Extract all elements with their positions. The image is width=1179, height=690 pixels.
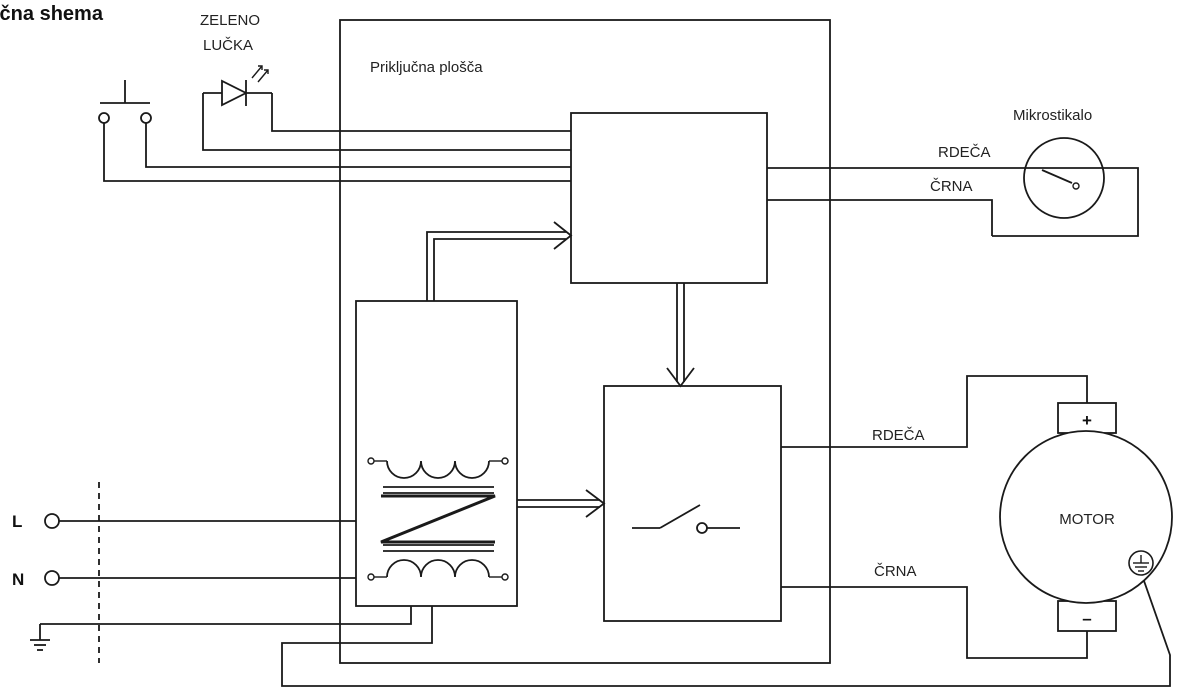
relay-switch-symbol <box>632 504 740 534</box>
motor-red-wire <box>781 375 1088 448</box>
red-wire-label-top: RDEČA <box>938 144 991 161</box>
microswitch-symbol <box>1023 137 1105 219</box>
led-label-line1: ZELENO <box>200 12 260 29</box>
motor-symbol <box>999 402 1173 632</box>
arrow-psu-to-control <box>426 221 573 301</box>
terminal-n <box>44 570 60 586</box>
led-wire-1 <box>202 93 571 151</box>
power-supply-block <box>355 300 518 607</box>
arrow-control-to-relay <box>666 283 695 388</box>
motor-label: MOTOR <box>1059 511 1115 528</box>
arrow-psu-to-relay <box>517 489 606 518</box>
led-wire-2 <box>271 93 571 132</box>
button-wire-1 <box>103 123 571 182</box>
terminal-l <box>44 513 60 529</box>
microswitch-label: Mikrostikalo <box>1013 107 1092 124</box>
black-wire-label-top: ČRNA <box>930 178 973 195</box>
control-module-block <box>570 112 768 284</box>
red-wire-label-motor: RDEČA <box>872 427 925 444</box>
microswitch-black-wire <box>767 199 993 236</box>
ground-loop-wire <box>281 577 1171 687</box>
motor-black-wire <box>781 586 1088 659</box>
terminal-n-label: N <box>12 570 24 589</box>
green-led-symbol <box>203 65 272 107</box>
earth-ground-icon <box>30 606 412 651</box>
connection-board-label: Priključna plošča <box>370 59 483 76</box>
microswitch-red-wire <box>767 167 1139 237</box>
terminal-l-label: L <box>12 512 22 531</box>
diagram-title: ična shema <box>0 3 104 25</box>
transformer-symbol <box>367 457 509 581</box>
motor-plus-label: + <box>1082 411 1092 430</box>
led-label-line2: LUČKA <box>203 37 253 54</box>
black-wire-label-motor: ČRNA <box>874 563 917 580</box>
button-wire-2 <box>145 123 571 168</box>
push-button-symbol <box>98 80 152 124</box>
motor-minus-label: – <box>1082 609 1091 628</box>
relay-module-block <box>603 385 782 622</box>
